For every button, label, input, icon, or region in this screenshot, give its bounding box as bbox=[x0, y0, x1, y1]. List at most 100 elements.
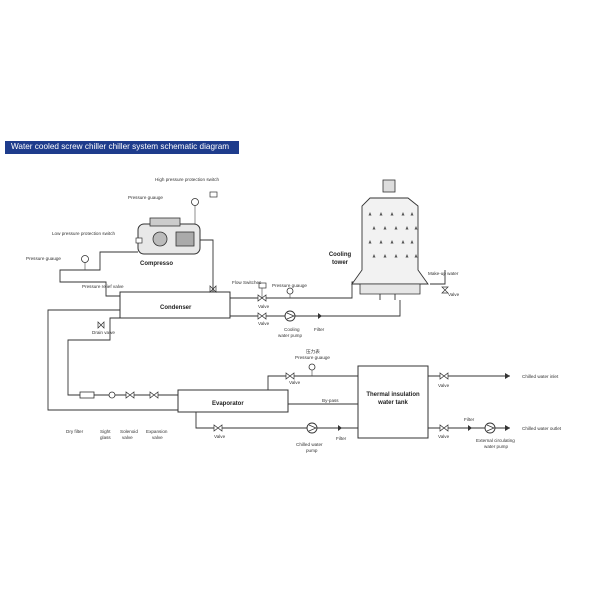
pressure-gauge-left-icon bbox=[81, 255, 89, 263]
label-drain-valve: Drain valve bbox=[92, 330, 115, 335]
valve-evap-bottom-icon bbox=[213, 424, 223, 432]
tower-water-drops bbox=[368, 212, 418, 258]
label-ext-pump-2: water pump bbox=[484, 444, 508, 449]
label-valve-inlet: Valve bbox=[438, 383, 450, 388]
water-drop-icon bbox=[414, 254, 418, 258]
water-drop-icon bbox=[401, 212, 405, 216]
label-sight-glass-1: Sight bbox=[100, 429, 111, 434]
valve-cond-top-icon bbox=[257, 294, 267, 302]
water-drop-icon bbox=[368, 240, 372, 244]
pipe-make-up bbox=[430, 270, 446, 285]
label-sight-glass-2: glass bbox=[100, 435, 111, 440]
compressor-label: Compresso bbox=[140, 261, 173, 267]
label-expansion-1: Expansion bbox=[146, 429, 168, 434]
sight-glass-icon bbox=[108, 391, 116, 399]
water-drop-icon bbox=[410, 240, 414, 244]
label-chilled-pump-1: Chilled water bbox=[296, 442, 323, 447]
tank-label-1: Thermal insulation bbox=[366, 392, 420, 398]
pipe-evap-bottom bbox=[195, 412, 358, 429]
filter-outlet-icon bbox=[468, 425, 472, 431]
label-cooling-pump-2: water pump bbox=[278, 333, 302, 338]
water-drop-icon bbox=[405, 226, 409, 230]
label-solenoid-1: Solenoid bbox=[120, 429, 138, 434]
water-drop-icon bbox=[379, 240, 383, 244]
cooling-water-pump-icon bbox=[284, 310, 296, 322]
pipe-evap-top bbox=[267, 375, 358, 390]
solenoid-valve-icon bbox=[125, 391, 135, 399]
pipe-suction-loop bbox=[59, 251, 138, 297]
water-drop-icon bbox=[379, 212, 383, 216]
arrow-inlet-icon bbox=[505, 373, 510, 379]
drain-valve-icon bbox=[97, 321, 105, 329]
valve-inlet-icon bbox=[439, 372, 449, 380]
label-filter-outlet: Filter bbox=[464, 417, 475, 422]
external-pump-icon bbox=[484, 422, 496, 434]
label-chilled-pump-2: pump bbox=[306, 448, 318, 453]
filter-evap-icon bbox=[338, 425, 342, 431]
label-low-pressure-switch: Low pressure protection switch bbox=[52, 231, 116, 236]
arrow-outlet-icon bbox=[505, 425, 510, 431]
filter-cond-icon bbox=[318, 313, 322, 319]
label-high-pressure-switch: High pressure protection switch bbox=[155, 177, 220, 182]
water-drop-icon bbox=[372, 226, 376, 230]
water-drop-icon bbox=[414, 226, 418, 230]
water-drop-icon bbox=[394, 226, 398, 230]
water-drop-icon bbox=[383, 254, 387, 258]
thermal-insulation-water-tank bbox=[357, 365, 429, 439]
label-ext-pump-1: External circulating bbox=[476, 438, 515, 443]
pressure-gauge-cond-icon bbox=[286, 287, 294, 295]
water-drop-icon bbox=[401, 240, 405, 244]
water-drop-icon bbox=[372, 254, 376, 258]
label-valve-outlet: Valve bbox=[438, 434, 450, 439]
valve-outlet-icon bbox=[439, 424, 449, 432]
valve-cond-bottom-icon bbox=[257, 312, 267, 320]
label-pressure-gauge-evap: Pressure guauge bbox=[295, 355, 330, 360]
label-filter-evap: Filter bbox=[336, 436, 347, 441]
pressure-gauge-top-icon bbox=[191, 198, 199, 206]
label-by-pass: By-pass bbox=[322, 398, 339, 403]
pipe-compressor-discharge bbox=[200, 239, 214, 292]
label-make-up-water: Make-up water bbox=[428, 271, 459, 276]
tank-label-2: water tank bbox=[377, 400, 408, 406]
diagram-title: Water cooled screw chiller chiller syste… bbox=[11, 142, 230, 151]
label-chilled-inlet: Chilled water inlet bbox=[522, 374, 559, 379]
valve-evap-top-icon bbox=[285, 372, 295, 380]
chilled-water-pump-icon bbox=[306, 422, 318, 434]
dry-filter-icon bbox=[79, 391, 95, 399]
water-drop-icon bbox=[394, 254, 398, 258]
flow-switch-icon bbox=[258, 282, 267, 289]
condenser-label: Condenser bbox=[160, 305, 192, 311]
evaporator bbox=[177, 389, 289, 413]
valve-makeup-icon bbox=[441, 286, 449, 294]
low-pressure-switch-icon bbox=[135, 237, 143, 244]
pipe-liquid-line bbox=[67, 317, 178, 396]
label-valve-evap-top: Valve bbox=[289, 380, 301, 385]
pressure-relief-valve-icon bbox=[209, 285, 217, 293]
high-pressure-switch-icon bbox=[209, 191, 218, 198]
compressor bbox=[137, 217, 201, 255]
label-expansion-2: valve bbox=[152, 435, 163, 440]
pipe-left-return bbox=[47, 309, 178, 411]
tower-label-1: Cooling bbox=[329, 252, 352, 258]
tower-label-2: tower bbox=[332, 260, 349, 266]
water-drop-icon bbox=[383, 226, 387, 230]
label-filter-cond: Filter bbox=[314, 327, 325, 332]
expansion-valve-icon bbox=[149, 391, 159, 399]
water-drop-icon bbox=[390, 240, 394, 244]
label-valve-cond-top: Valve bbox=[258, 304, 270, 309]
water-drop-icon bbox=[405, 254, 409, 258]
label-pressure-relief-valve: Pressure relief valve bbox=[82, 284, 124, 289]
label-valve-evap-bottom: Valve bbox=[214, 434, 226, 439]
label-flow-switches: Flow Switches bbox=[232, 280, 262, 285]
label-valve-cond-bottom: Valve bbox=[258, 321, 270, 326]
label-valve-makeup: Valve bbox=[448, 292, 460, 297]
pressure-gauge-evap-icon bbox=[308, 363, 316, 371]
label-cooling-pump-1: Cooling bbox=[284, 327, 300, 332]
water-drop-icon bbox=[390, 212, 394, 216]
water-drop-icon bbox=[410, 212, 414, 216]
pipe-tower-to-cond bbox=[230, 300, 401, 317]
water-drop-icon bbox=[368, 212, 372, 216]
condenser bbox=[119, 291, 231, 319]
title-bar: Water cooled screw chiller chiller syste… bbox=[5, 141, 239, 154]
